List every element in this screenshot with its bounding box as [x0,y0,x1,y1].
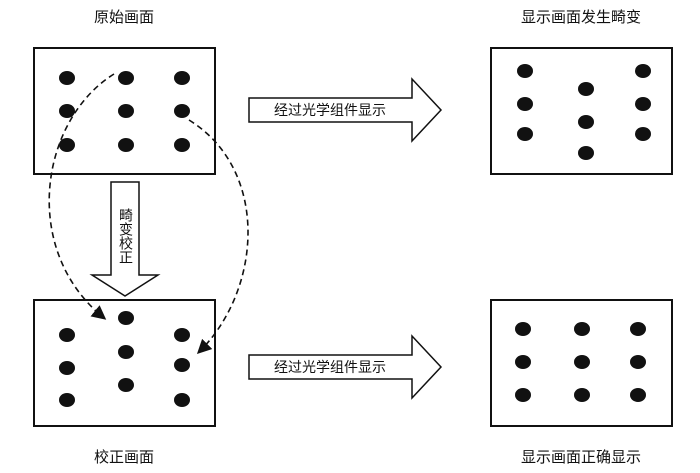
grid-dot [59,71,75,85]
top-optical-arrow-shape [248,77,443,143]
grid-dot [174,71,190,85]
mapping-curve-right [188,119,249,355]
grid-dot [174,393,190,407]
correction-arrow-label: 畸变校正 [117,208,133,264]
corrected-panel-title: 校正画面 [94,448,154,466]
grid-dot [630,388,646,402]
grid-dot [118,345,134,359]
grid-dot [59,361,75,375]
grid-dot [174,104,190,118]
grid-dot [118,311,134,325]
distorted-panel-title: 显示画面发生畸变 [521,8,641,26]
grid-dot [118,138,134,152]
grid-dot [635,64,651,78]
grid-dot [174,138,190,152]
grid-dot [578,146,594,160]
final-panel [490,299,673,427]
grid-dot [118,104,134,118]
grid-dot [515,355,531,369]
grid-dot [574,355,590,369]
final-panel-title: 显示画面正确显示 [521,448,641,466]
top-optical-arrow: 经过光学组件显示 [248,77,443,143]
distorted-panel [490,47,673,175]
grid-dot [517,64,533,78]
grid-dot [59,138,75,152]
final-panel-frame [490,299,673,427]
grid-dot [174,358,190,372]
grid-dot [578,82,594,96]
grid-dot [517,97,533,111]
grid-dot [630,355,646,369]
top-optical-arrow-label: 经过光学组件显示 [274,103,386,119]
corrected-panel [33,299,216,427]
distorted-panel-frame [490,47,673,175]
grid-dot [574,322,590,336]
original-panel-title: 原始画面 [94,8,154,26]
grid-dot [630,322,646,336]
grid-dot [118,71,134,85]
bottom-optical-arrow-shape [248,334,443,400]
correction-arrow: 畸变校正 [89,181,161,297]
corrected-panel-frame [33,299,216,427]
grid-dot [574,388,590,402]
grid-dot [635,127,651,141]
grid-dot [578,115,594,129]
grid-dot [59,393,75,407]
grid-dot [59,104,75,118]
grid-dot [517,127,533,141]
grid-dot [59,328,75,342]
original-panel-frame [33,47,216,175]
bottom-optical-arrow-label: 经过光学组件显示 [274,360,386,376]
grid-dot [515,388,531,402]
grid-dot [635,97,651,111]
grid-dot [118,378,134,392]
bottom-optical-arrow: 经过光学组件显示 [248,334,443,400]
grid-dot [515,322,531,336]
grid-dot [174,328,190,342]
correction-arrow-shape [89,181,161,297]
original-panel [33,47,216,175]
mapping-curve-left [48,73,115,320]
